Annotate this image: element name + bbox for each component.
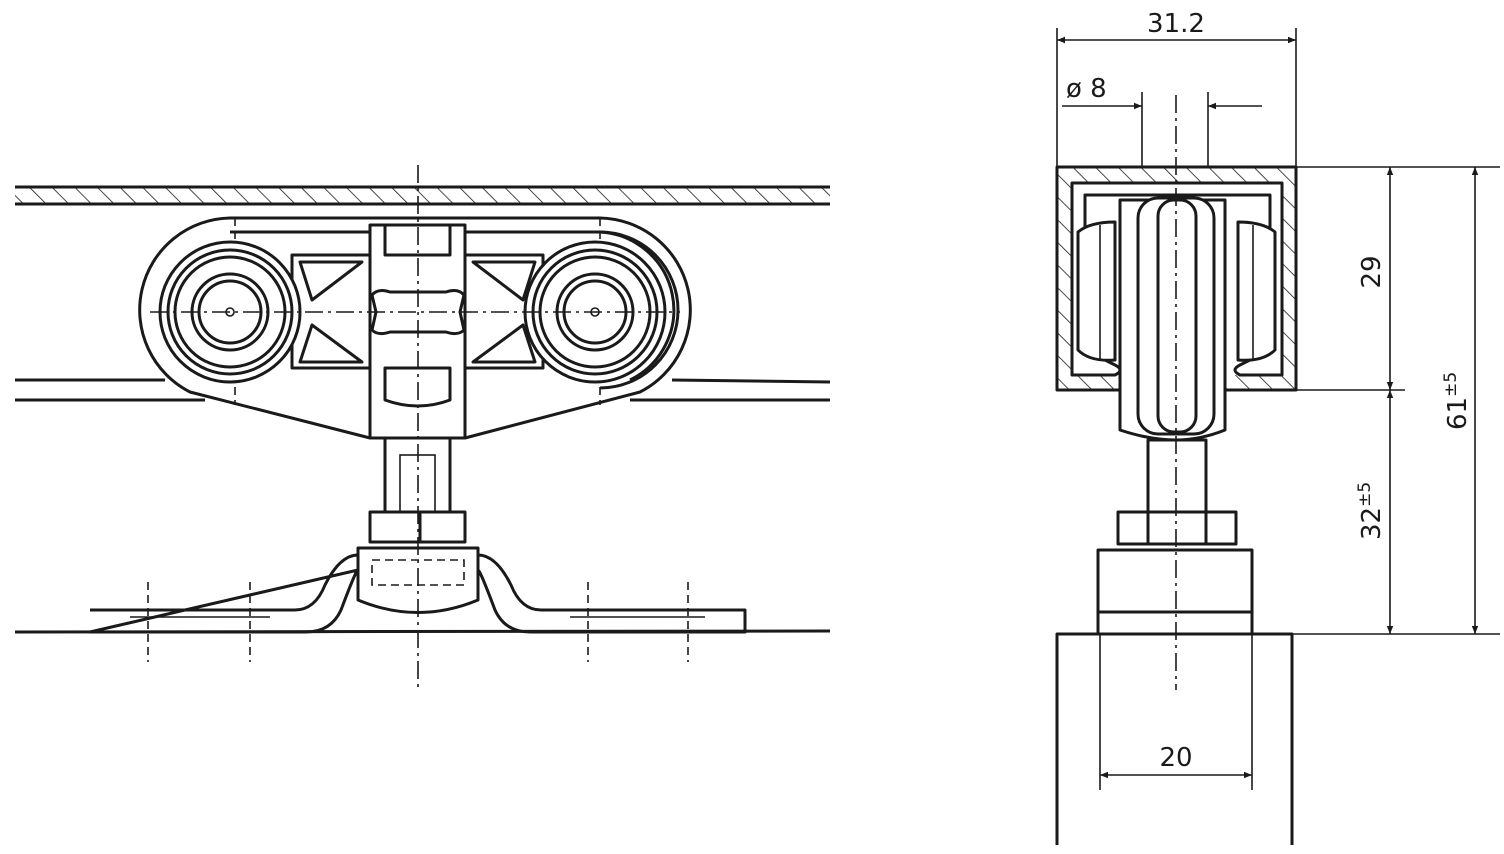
dim-total-height: 61 (1443, 397, 1473, 430)
adjust-stem (356, 436, 480, 614)
dimension-29: 29 (1296, 166, 1500, 391)
dim-total-height-label: 61±5 (1441, 372, 1473, 430)
dimension-61: 61±5 (1441, 167, 1479, 634)
dimension-31-2: 31.2 (1056, 9, 1297, 167)
dim-profile-width: 31.2 (1147, 9, 1205, 39)
side-view: 31.2 ø 8 29 32±5 61±5 (1055, 9, 1500, 845)
rail-lips (15, 378, 831, 402)
dim-profile-height: 29 (1357, 255, 1387, 288)
dim-adjust-height-label: 32±5 (1355, 482, 1387, 540)
side-stem (1096, 438, 1254, 636)
top-rail (15, 185, 830, 206)
front-view (14, 165, 831, 690)
mounting-plate (14, 553, 831, 662)
dimension-diameter-8: ø 8 (1062, 74, 1262, 167)
dim-adjust-tolerance: ±5 (1355, 482, 1375, 507)
dim-door-thickness: 20 (1159, 743, 1192, 773)
dim-axle-diameter: ø 8 (1066, 74, 1107, 104)
dimension-32: 32±5 (1292, 390, 1500, 635)
dim-adjust-height: 32 (1357, 507, 1387, 540)
dimension-20: 20 (1100, 743, 1252, 779)
door-panel (1055, 632, 1294, 845)
dim-total-tolerance: ±5 (1441, 372, 1461, 397)
